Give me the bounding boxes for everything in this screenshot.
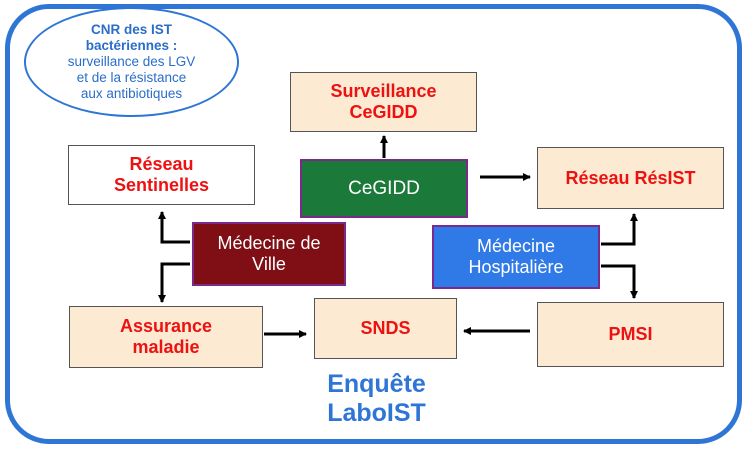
pmsi-label: PMSI (608, 324, 653, 344)
surveillance-cegidd-line-2: CeGIDD (349, 102, 418, 122)
reseau-resist-box: Réseau RésIST (537, 147, 724, 209)
medecine-ville-line-2: Ville (252, 254, 286, 274)
snds-box: SNDS (314, 298, 457, 359)
arrow-hosp-to-pmsi (601, 264, 638, 299)
enquete-laboist-title: Enquête LaboIST (0, 370, 753, 428)
snds-label: SNDS (360, 318, 411, 338)
medecine-hospitaliere-box: Médecine Hospitalière (432, 225, 600, 289)
arrow-ville-to-assurance (158, 262, 190, 303)
oval-line-4: et de la résistance (76, 70, 187, 85)
oval-line-5: aux antibiotiques (80, 86, 183, 101)
pmsi-box: PMSI (537, 302, 724, 367)
title-line-1: Enquête (327, 370, 426, 398)
assurance-maladie-line-2: maladie (132, 337, 200, 357)
reseau-resist-label: Réseau RésIST (565, 167, 696, 188)
medecine-ville-box: Médecine de Ville (192, 222, 346, 286)
cegidd-box: CeGIDD (300, 159, 468, 218)
arrow-ville-to-sentinelles (158, 211, 190, 244)
cnr-oval: CNR des IST bactériennes : surveillance … (24, 7, 239, 117)
surveillance-cegidd-box: Surveillance CeGIDD (290, 72, 477, 132)
medecine-hospitaliere-line-1: Médecine (476, 236, 556, 256)
oval-line-3: surveillance des LGV (67, 54, 196, 69)
assurance-maladie-box: Assurance maladie (69, 306, 263, 368)
assurance-maladie-line-1: Assurance (119, 316, 213, 336)
medecine-hospitaliere-line-2: Hospitalière (468, 257, 564, 277)
oval-line-2: bactériennes : (85, 38, 178, 53)
surveillance-cegidd-line-1: Surveillance (330, 81, 437, 101)
oval-line-1: CNR des IST (90, 22, 172, 37)
outer-frame (5, 4, 742, 444)
title-line-2: LaboIST (327, 399, 426, 427)
reseau-sentinelles-box: Réseau Sentinelles (68, 145, 255, 205)
reseau-sentinelles-line-1: Réseau (129, 154, 194, 174)
cegidd-label: CeGIDD (348, 178, 420, 199)
medecine-ville-line-1: Médecine de (217, 233, 321, 253)
arrow-hosp-to-resist (601, 213, 638, 246)
reseau-sentinelles-line-2: Sentinelles (113, 175, 210, 195)
